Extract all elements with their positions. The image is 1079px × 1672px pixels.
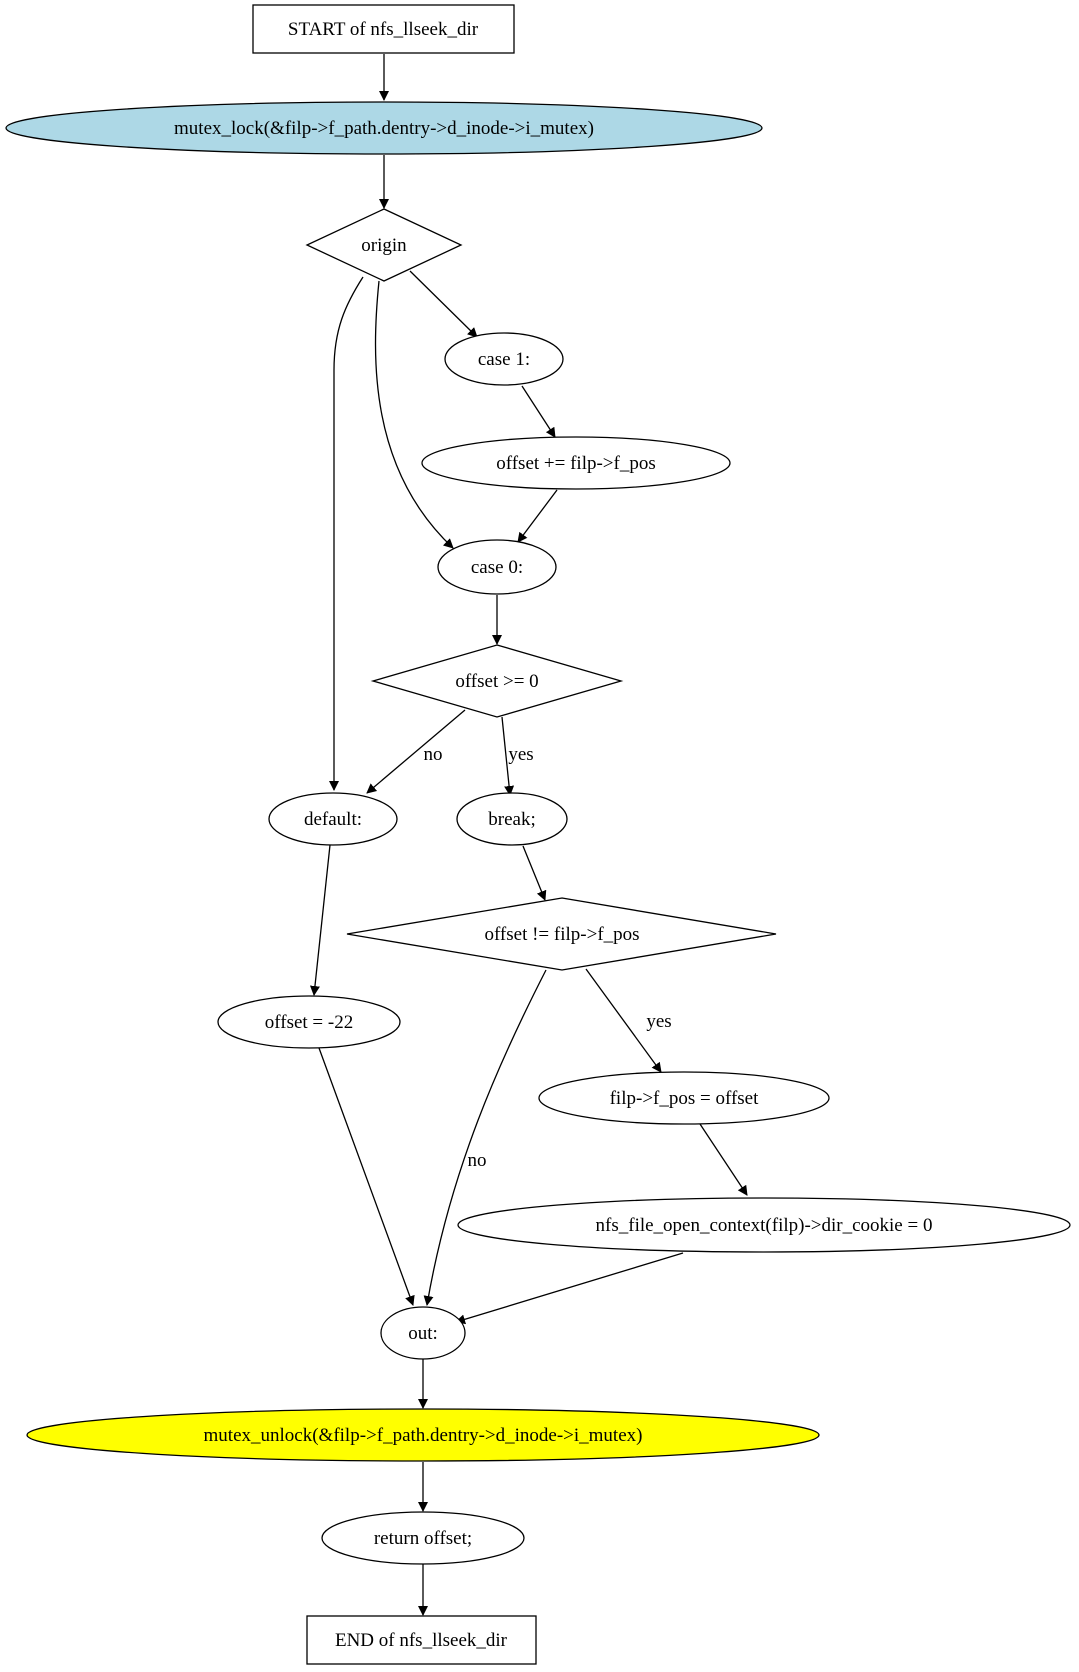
origin-diamond <box>305 208 463 282</box>
end-box <box>306 1615 537 1665</box>
case0-ellipse <box>437 539 557 595</box>
node-case0: case 0: <box>437 539 557 595</box>
node-offset-neg: offset = -22 <box>217 995 401 1049</box>
edge-offset-ne-to-out <box>423 969 547 1306</box>
edge-dir-cookie-to-out <box>455 1252 684 1325</box>
node-fpos-assign-label: filp->f_pos = offset <box>610 1088 760 1109</box>
node-mutex-lock: mutex_lock(&filp->f_path.dentry->d_inode… <box>5 101 763 155</box>
default-ellipse <box>268 792 398 846</box>
fpos-assign-ellipse <box>538 1071 830 1125</box>
edge-default-to-offset-neg <box>309 844 331 996</box>
node-offset-ge0-label: offset >= 0 <box>455 671 538 692</box>
node-mutex-unlock: mutex_unlock(&filp->f_path.dentry->d_ino… <box>26 1408 820 1462</box>
edge-break-to-offset-ne <box>522 845 547 901</box>
offset-ge0-diamond <box>370 644 624 718</box>
offset-ne-diamond <box>346 897 777 971</box>
node-offset-add: offset += filp->f_pos <box>421 436 731 490</box>
edge-label-ge0-no: no <box>424 744 443 765</box>
node-dir-cookie: nfs_file_open_context(filp)->dir_cookie … <box>457 1197 1071 1253</box>
node-mutex-unlock-label: mutex_unlock(&filp->f_path.dentry->d_ino… <box>204 1425 643 1446</box>
break-ellipse <box>456 792 568 846</box>
node-default-label: default: <box>304 809 362 830</box>
edge-offset-ne-to-fpos <box>585 968 662 1073</box>
node-break: break; <box>456 792 568 846</box>
node-case1: case 1: <box>444 332 564 386</box>
node-origin: origin <box>305 208 463 282</box>
node-end-label: END of nfs_llseek_dir <box>335 1630 508 1651</box>
node-offset-ge0: offset >= 0 <box>370 644 624 718</box>
nodes: START of nfs_llseek_dir mutex_lock(&filp… <box>5 4 1071 1665</box>
node-offset-add-label: offset += filp->f_pos <box>496 453 656 474</box>
edge-case1-to-offset-add <box>521 385 556 438</box>
offset-add-ellipse <box>421 436 731 490</box>
node-offset-ne: offset != filp->f_pos <box>346 897 777 971</box>
edge-offset-ge0-to-break <box>501 716 515 796</box>
node-offset-ne-label: offset != filp->f_pos <box>484 924 639 945</box>
node-case1-label: case 1: <box>478 349 530 370</box>
edge-label-ne-no: no <box>468 1150 487 1171</box>
edge-offset-ge0-to-default <box>366 709 466 794</box>
node-break-label: break; <box>488 809 535 830</box>
edge-origin-to-case0 <box>374 280 454 549</box>
edge-origin-to-default <box>329 276 364 791</box>
node-return-label: return offset; <box>374 1528 472 1549</box>
mutex-unlock-ellipse <box>26 1408 820 1462</box>
node-case0-label: case 0: <box>471 557 523 578</box>
node-origin-label: origin <box>361 235 407 256</box>
node-mutex-lock-label: mutex_lock(&filp->f_path.dentry->d_inode… <box>174 118 594 139</box>
dir-cookie-ellipse <box>457 1197 1071 1253</box>
node-end: END of nfs_llseek_dir <box>306 1615 537 1665</box>
offset-neg-ellipse <box>217 995 401 1049</box>
edges <box>309 54 748 1616</box>
node-out: out: <box>380 1306 466 1360</box>
node-start-label: START of nfs_llseek_dir <box>288 19 479 40</box>
return-ellipse <box>321 1511 525 1565</box>
edge-labels: no yes yes no <box>424 744 672 1171</box>
node-out-label: out: <box>408 1323 438 1344</box>
case1-ellipse <box>444 332 564 386</box>
mutex-lock-ellipse <box>5 101 763 155</box>
node-dir-cookie-label: nfs_file_open_context(filp)->dir_cookie … <box>596 1215 933 1236</box>
edge-label-ge0-yes: yes <box>508 744 533 765</box>
start-box <box>252 4 515 54</box>
out-ellipse <box>380 1306 466 1360</box>
node-offset-neg-label: offset = -22 <box>265 1012 353 1033</box>
edge-fpos-to-dir-cookie <box>699 1123 748 1196</box>
node-fpos-assign: filp->f_pos = offset <box>538 1071 830 1125</box>
node-return: return offset; <box>321 1511 525 1565</box>
node-start: START of nfs_llseek_dir <box>252 4 515 54</box>
edge-label-ne-yes: yes <box>646 1011 671 1032</box>
edge-offset-neg-to-out <box>318 1047 415 1306</box>
edge-offset-add-to-case0 <box>517 489 558 543</box>
node-default: default: <box>268 792 398 846</box>
edge-origin-to-case1 <box>409 270 478 338</box>
